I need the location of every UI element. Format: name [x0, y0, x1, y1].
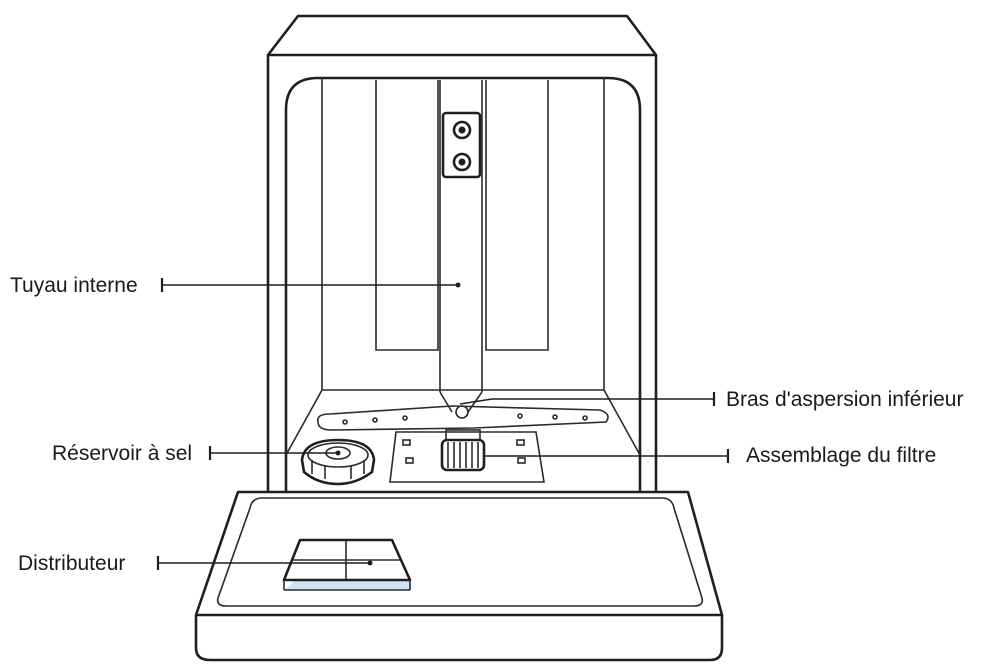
leader-filter	[484, 449, 730, 463]
lower-spray-arm	[316, 405, 609, 431]
cabinet-top	[266, 14, 658, 57]
leader-dispenser	[156, 556, 373, 570]
label-filter-assembly: Assemblage du filtre	[746, 444, 936, 467]
leader-inner-pipe	[160, 278, 461, 292]
cabinet-body	[266, 55, 658, 492]
sump-plate	[389, 431, 545, 483]
label-inner-pipe: Tuyau interne	[10, 274, 138, 297]
open-door	[194, 490, 724, 662]
salt-reservoir-cap	[300, 438, 376, 486]
leader-spray-arm	[459, 392, 716, 406]
inner-pipe	[439, 80, 483, 413]
label-lower-spray-arm: Bras d'aspersion inférieur	[726, 388, 963, 411]
label-dispenser: Distributeur	[18, 552, 125, 575]
rear-panels	[375, 80, 549, 351]
label-salt-reservoir: Réservoir à sel	[52, 442, 192, 465]
filter-assembly	[440, 429, 486, 472]
detergent-dispenser	[282, 538, 412, 591]
leader-salt	[208, 446, 341, 460]
tub-interior	[285, 78, 641, 456]
pipe-connector	[441, 111, 482, 179]
